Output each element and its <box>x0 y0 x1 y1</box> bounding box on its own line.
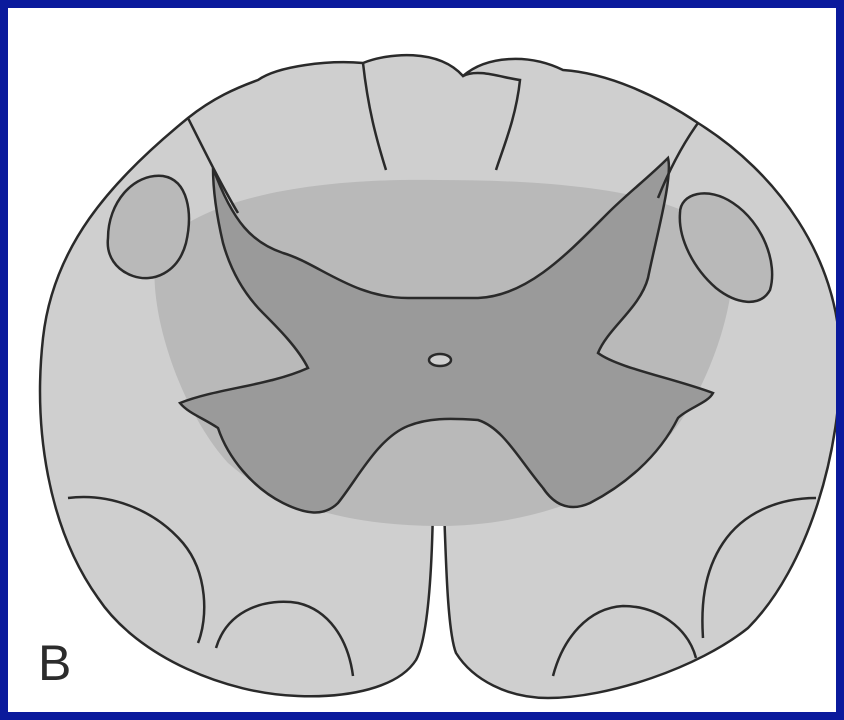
spinal-cord-diagram <box>8 8 844 720</box>
panel-label: B <box>38 638 71 688</box>
central-canal <box>429 354 451 366</box>
